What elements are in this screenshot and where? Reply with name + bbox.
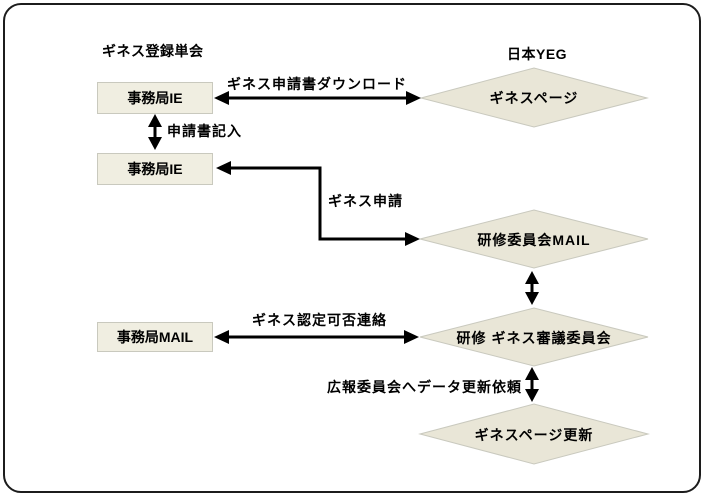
box-node-office-ie-2: 事務局IE <box>97 153 213 185</box>
arrow-data-update-request <box>525 367 539 402</box>
diamond-node-guinness-page <box>419 67 649 128</box>
diamond-label-guinness-page: ギネスページ <box>489 90 579 106</box>
edge-label-data-update-request: 広報委員会へデータ更新依頼 <box>327 379 522 395</box>
edge-label-guinness-application: ギネス申請 <box>328 193 403 209</box>
edge-label-download-form: ギネス申請書ダウンロード <box>227 76 407 92</box>
arrow-download-form <box>214 91 421 105</box>
diamond-label-training-committee-mail: 研修委員会MAIL <box>477 232 591 248</box>
right-column-header: 日本YEG <box>507 46 568 62</box>
box-node-label: 事務局IE <box>127 161 183 177</box>
diamond-node-review-committee <box>419 307 649 367</box>
diamond-node-guinness-page-update <box>418 403 650 465</box>
box-node-office-ie-1: 事務局IE <box>97 82 213 114</box>
arrow-approval-notice <box>214 330 419 344</box>
diamond-node-training-committee-mail <box>419 209 649 269</box>
arrow-mail-to-review <box>525 271 539 305</box>
arrow-fill-in-form <box>148 114 162 150</box>
diamond-label-guinness-page-update: ギネスページ更新 <box>474 427 594 443</box>
diagram-frame <box>3 3 701 493</box>
edge-label-approval-notice: ギネス認定可否連絡 <box>252 312 387 328</box>
left-column-header: ギネス登録単会 <box>102 43 204 59</box>
box-node-label: 事務局MAIL <box>116 329 194 345</box>
edge-label-fill-in-form: 申請書記入 <box>167 123 242 139</box>
box-node-office-mail: 事務局MAIL <box>97 322 213 352</box>
arrow-guinness-application <box>216 161 420 246</box>
box-node-label: 事務局IE <box>127 90 183 106</box>
diamond-label-review-committee: 研修 ギネス審議委員会 <box>456 330 612 346</box>
